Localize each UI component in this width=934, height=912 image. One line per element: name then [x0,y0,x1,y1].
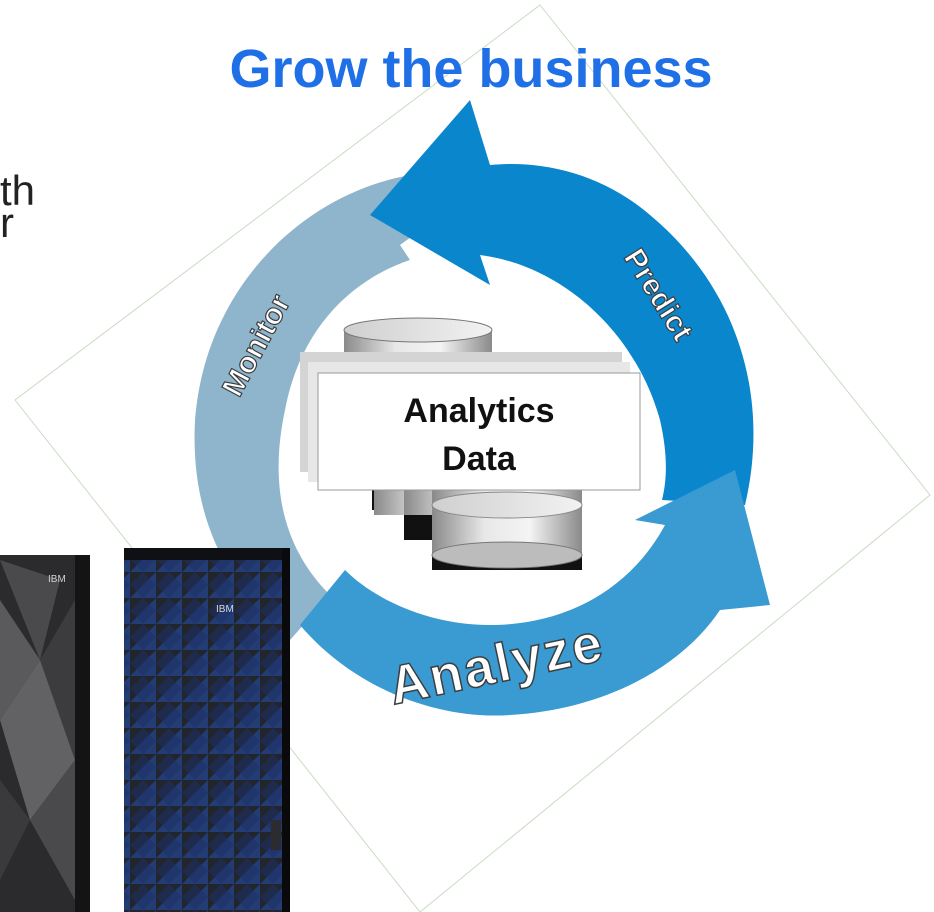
clipped-text-line-1: th [0,167,36,214]
center-box [317,372,641,491]
server-right: IBM [124,548,290,912]
center-box-line-1: Analytics [403,392,554,430]
predict-arrow [370,100,754,505]
clipped-text-line-2: r [0,199,14,246]
clipped-text: th r [0,168,35,246]
monitor-arrow [194,175,455,640]
server-right-logo: IBM [216,604,234,615]
analyze-arrow [300,470,770,716]
server-left: IBM [0,555,90,912]
server-left-logo: IBM [48,574,66,585]
center-box-line-2: Data [442,440,517,478]
page-title: Grow the business [229,39,713,99]
